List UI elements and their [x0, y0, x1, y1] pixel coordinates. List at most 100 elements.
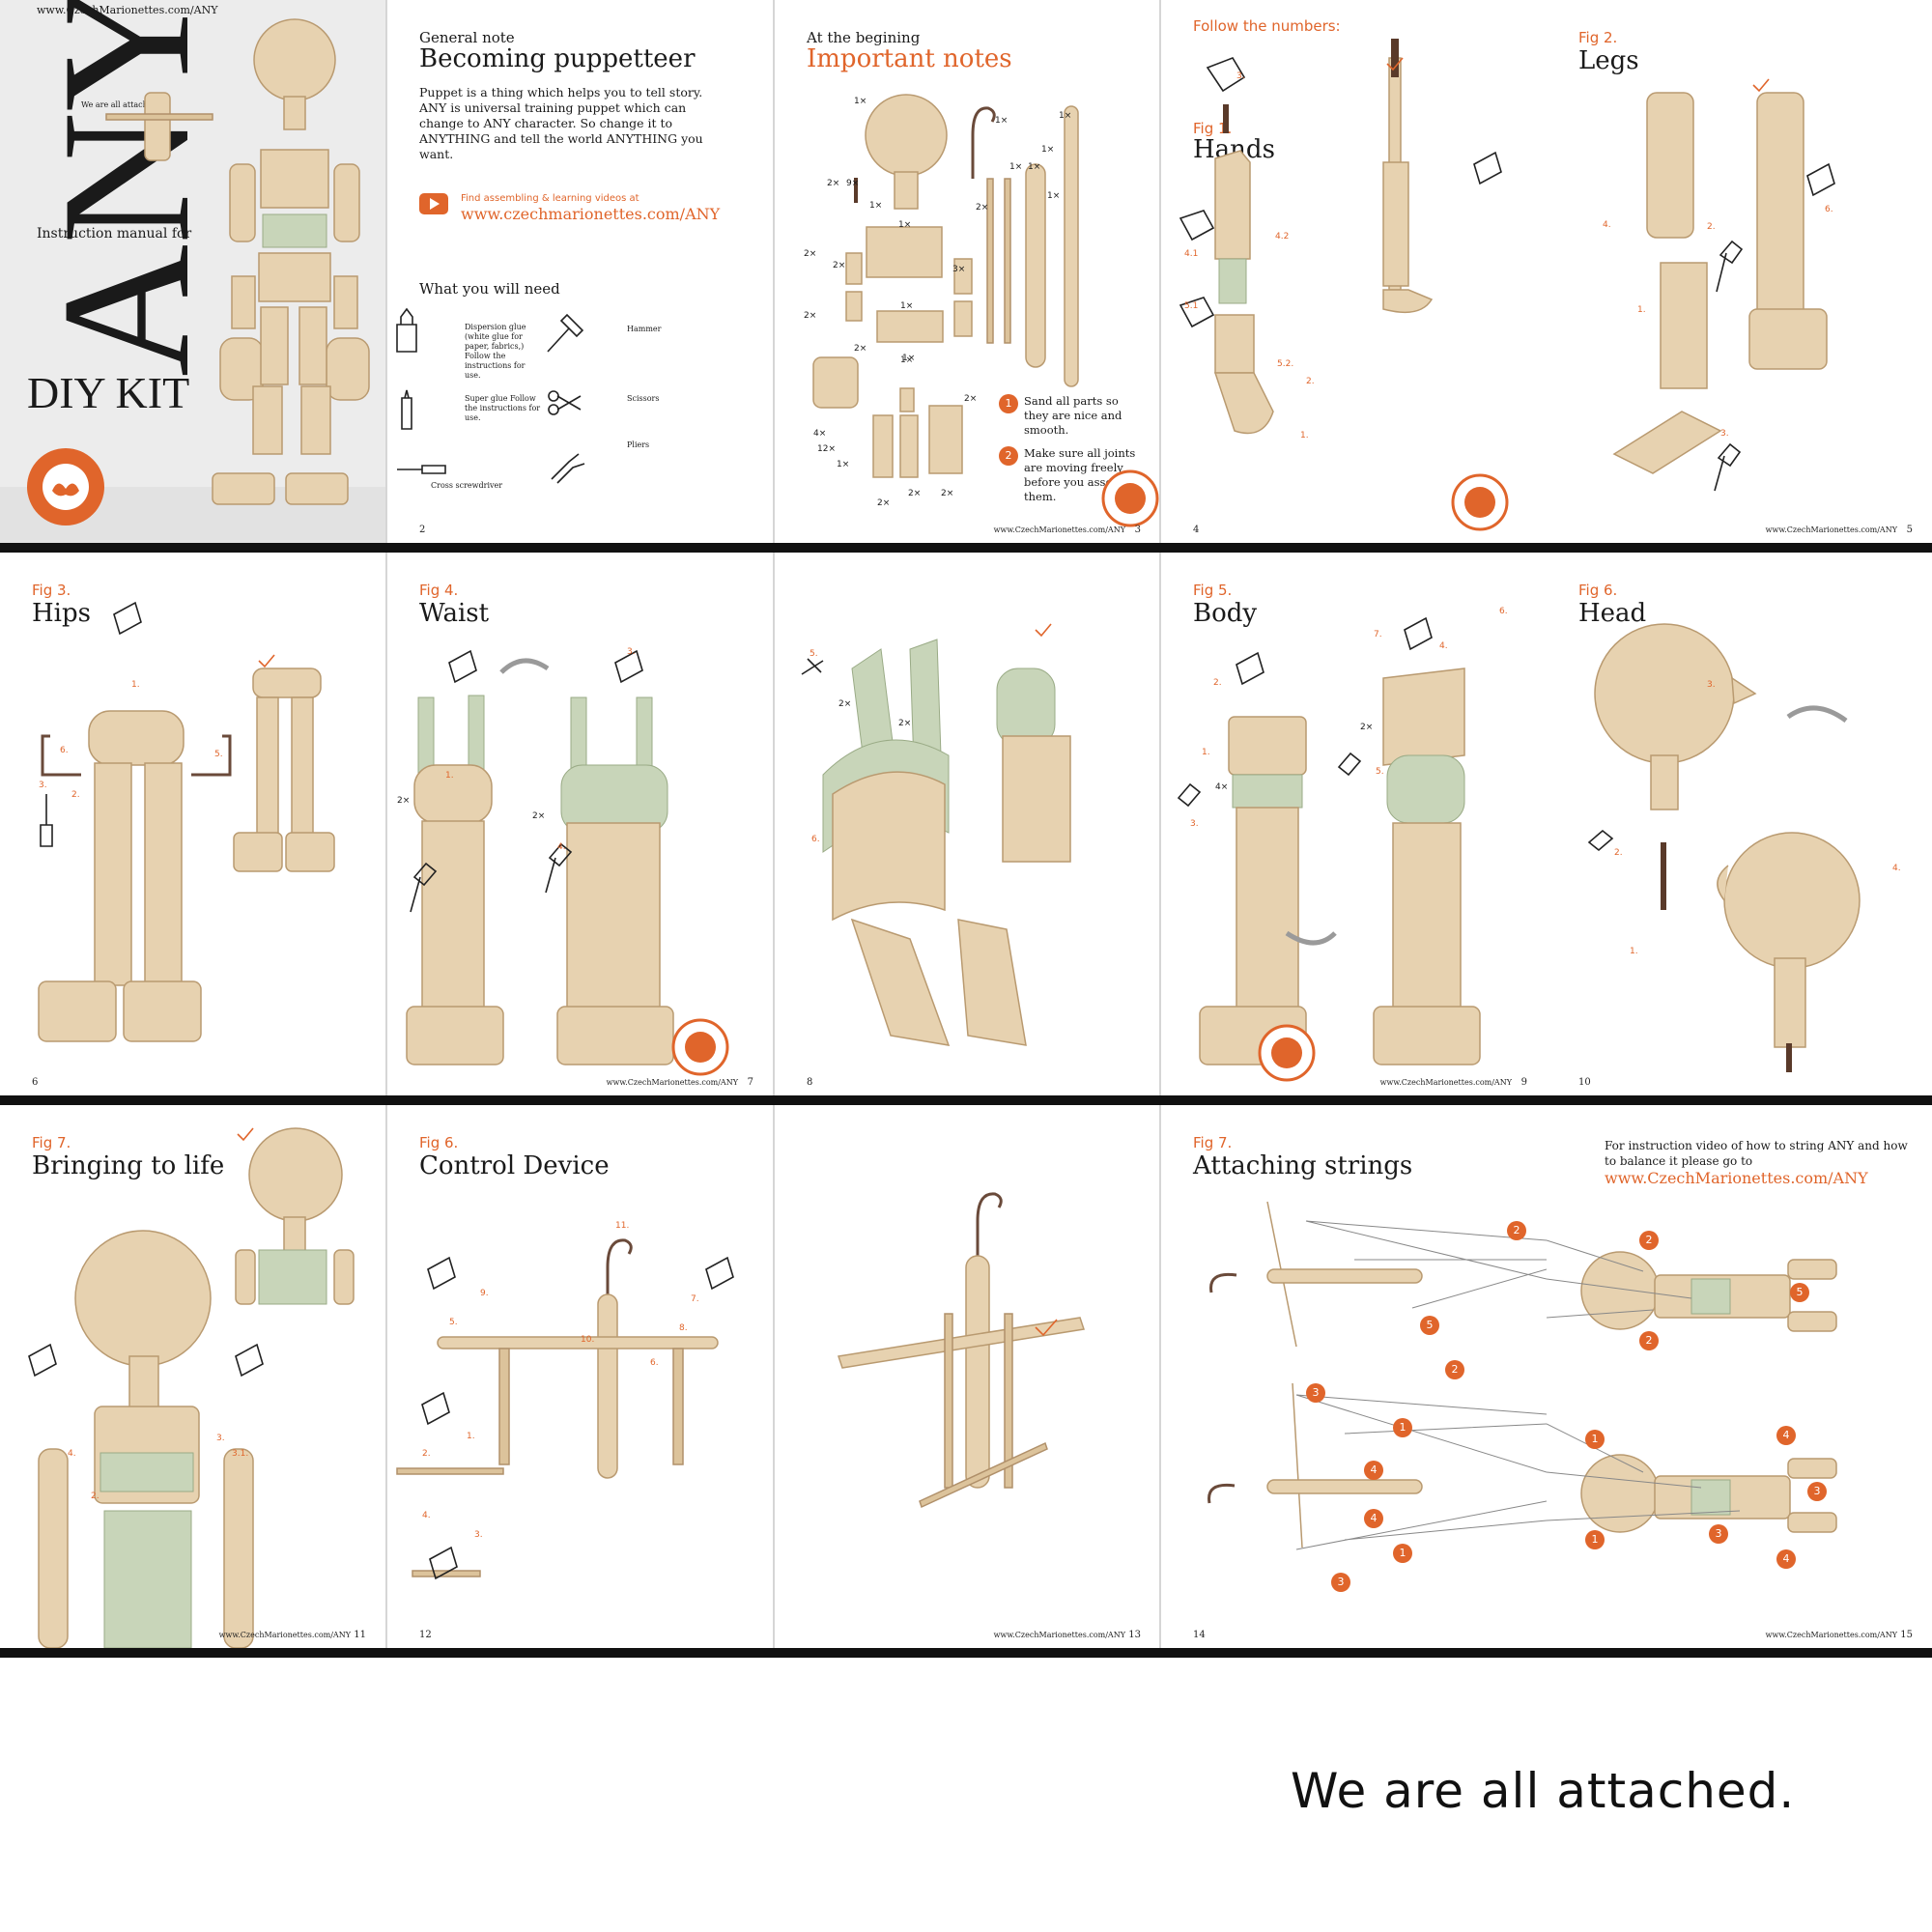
tool-label-hammer: Hammer: [627, 325, 661, 334]
page-2: General note Becoming puppetteer Puppet …: [387, 0, 773, 543]
footer-url[interactable]: www.CzechMarionettes.com/ANY: [994, 1631, 1125, 1639]
quantity-label: 1×: [902, 354, 915, 363]
quantity-label: 2×: [898, 719, 911, 728]
spread-row-3: Fig 7. Bringing to life 4. 2. 3. 3.1. ww…: [0, 1105, 1932, 1658]
string-number-badge: 3: [1709, 1524, 1728, 1544]
quantity-label: 1×: [1009, 162, 1022, 172]
quantity-label: 1×: [837, 460, 849, 469]
step-number: 1.: [131, 680, 140, 690]
scissors-icon: [549, 391, 581, 414]
footer-url[interactable]: www.CzechMarionettes.com/ANY: [1380, 1078, 1512, 1087]
footer-url[interactable]: www.CzechMarionettes.com/ANY: [1766, 1631, 1897, 1639]
page-number: 10: [1578, 1077, 1591, 1088]
step-number: 3.: [216, 1434, 225, 1443]
step-number: 3.: [1236, 71, 1245, 81]
step-number: 1.: [1300, 431, 1309, 440]
step-number: 6.: [811, 835, 820, 844]
page-14: Fig 7. Attaching strings 5 2 3 1 4 4 1 3…: [1161, 1105, 1547, 1648]
quantity-label: 2×: [838, 699, 851, 709]
hands-assembly-illustration: [1161, 0, 1547, 543]
page-number: 13: [1128, 1630, 1141, 1640]
page-9: Fig 5. Body 2. 1. 3. 4× 7. 4. 6. 2× 5.: [1161, 553, 1547, 1095]
quantity-label: 2×: [1360, 723, 1373, 732]
step-number: 3.: [1707, 680, 1716, 690]
footer-url[interactable]: www.CzechMarionettes.com/ANY: [1766, 526, 1897, 534]
quantity-label: 2×: [827, 179, 839, 188]
quantity-label: 4×: [1215, 782, 1228, 792]
step-number: 3.: [1720, 429, 1729, 439]
row-rule: [0, 1095, 1932, 1105]
body-assembly-illustration: [1161, 553, 1547, 1095]
footer-url[interactable]: www.CzechMarionettes.com/ANY: [607, 1078, 738, 1087]
pliers-icon: [552, 454, 584, 483]
step-number: 4.: [1892, 864, 1901, 873]
page-8: 5. 2× 2× 6. 8: [775, 553, 1160, 1095]
tagline: We are all attached.: [1291, 1763, 1795, 1819]
step-number: 6.: [1499, 607, 1508, 616]
brand-logo-icon: [671, 1018, 729, 1076]
page-6: Fig 3. Hips 1. 6. 3. 2. 5. 6: [0, 553, 385, 1095]
quantity-label: 1×: [900, 301, 913, 311]
hammer-icon: [548, 315, 582, 352]
step-number: 5.: [810, 649, 818, 659]
page-11: Fig 7. Bringing to life 4. 2. 3. 3.1. ww…: [0, 1105, 385, 1648]
brand-logo-icon: [1101, 469, 1159, 527]
puppet-exploded-illustration: [0, 0, 385, 543]
step-number: 6.: [60, 746, 69, 755]
page-10: Fig 6. Head 3. 2. 1. 4. 10: [1547, 553, 1932, 1095]
step-number: 6.: [1825, 205, 1833, 214]
step-number: 3.: [39, 781, 47, 790]
step-number: 11.: [615, 1221, 629, 1231]
brand-logo-icon: [1258, 1024, 1316, 1082]
step-number: 3.: [1190, 819, 1199, 829]
footer-url[interactable]: www.CzechMarionettes.com/ANY: [994, 526, 1125, 534]
step-number: 1.: [445, 771, 454, 781]
footer-url[interactable]: www.CzechMarionettes.com/ANY: [219, 1631, 351, 1639]
quantity-label: 12×: [817, 444, 836, 454]
page-4: Follow the numbers: Fig 1. Hands 3. 4.2 …: [1161, 0, 1547, 543]
control-device-illustration: [387, 1105, 773, 1648]
tool-label-super-glue: Super glue Follow the instructions for u…: [465, 394, 542, 423]
step-number: 9.: [480, 1289, 489, 1298]
step-number: 7.: [691, 1294, 699, 1304]
screwdriver-icon: [397, 466, 445, 473]
tool-icons: [387, 0, 773, 543]
page-number: 3: [1135, 525, 1141, 535]
step-number: 5.: [214, 750, 223, 759]
string-number-badge: 2: [1445, 1360, 1464, 1379]
page-number: 6: [32, 1077, 38, 1088]
page-number: 11: [354, 1630, 366, 1640]
page-number: 9: [1521, 1077, 1527, 1088]
step-number: 2.: [91, 1492, 99, 1501]
quantity-label: 2×: [976, 203, 988, 213]
step-number: 1.: [1630, 947, 1638, 956]
step-number: 2.: [422, 1449, 431, 1459]
page-13: www.CzechMarionettes.com/ANY 13: [775, 1105, 1160, 1648]
page-number: 2: [419, 525, 425, 535]
quantity-label: 1×: [854, 97, 867, 106]
quantity-label: 2×: [833, 261, 845, 270]
page-number: 7: [748, 1077, 753, 1088]
string-number-badge: 4: [1776, 1426, 1796, 1445]
step-number: 4.: [422, 1511, 431, 1520]
step-number: 4.: [557, 842, 566, 852]
string-number-badge: 1: [1585, 1530, 1605, 1549]
quantity-label: 2×: [964, 394, 977, 404]
quantity-label: 2×: [804, 311, 816, 321]
stringing-diagram: [1161, 1105, 1547, 1648]
note-number-badge: 1: [999, 394, 1018, 413]
strung-puppet-illustration: [1547, 1105, 1932, 1648]
string-number-badge: 1: [1393, 1544, 1412, 1563]
glue-bottle-icon: [397, 309, 416, 352]
quantity-label: 2×: [532, 811, 545, 821]
note-number-badge: 2: [999, 446, 1018, 466]
step-number: 2.: [71, 790, 80, 800]
step-number: 5.2.: [1277, 359, 1293, 369]
string-number-badge: 3: [1331, 1573, 1350, 1592]
tool-label-screwdriver: Cross screwdriver: [431, 481, 547, 491]
string-number-badge: 1: [1585, 1430, 1605, 1449]
quantity-label: 2×: [804, 249, 816, 259]
page-number: 4: [1193, 525, 1199, 535]
quantity-label: 1×: [1059, 111, 1071, 121]
step-number: 1.: [1637, 305, 1646, 315]
